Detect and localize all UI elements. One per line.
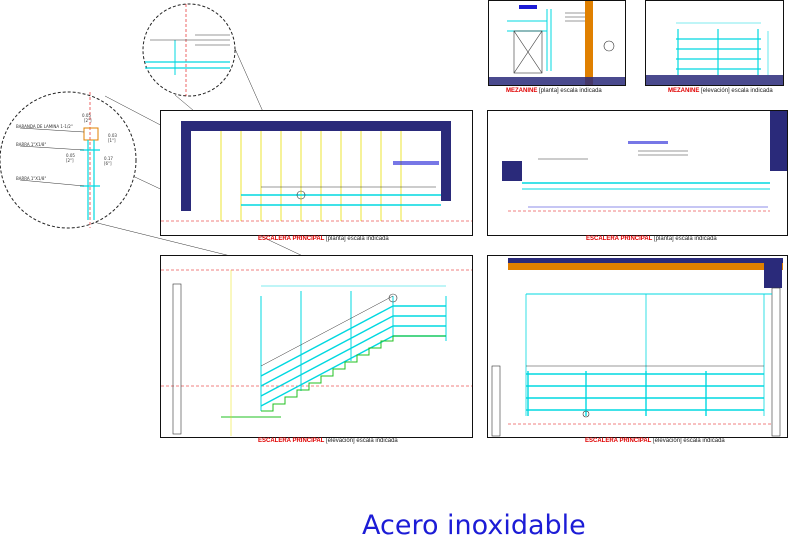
detail-dim-d: 0.17 <box>104 156 113 161</box>
mezzanine-elevation-panel <box>645 0 784 86</box>
detail-dim-a: 0.05 <box>82 113 91 118</box>
caption-mezzanine-elevation: MEZANINE [elevación] escala indicada <box>668 88 773 94</box>
sheet-title: Acero inoxidable <box>362 510 586 541</box>
detail-dim-c-in: [2"] <box>66 158 74 163</box>
caption-mezzanine-plan: MEZANINE [planta] escala indicada <box>506 88 602 94</box>
mezzanine-plan-panel <box>488 0 626 86</box>
caption-stair-elevation-left: ESCALERA PRINCIPAL [elevación] escala in… <box>258 438 398 444</box>
stair-plan-left-panel <box>160 110 473 236</box>
detail-dim-b-in: [1"] <box>108 138 116 143</box>
detail-bar-top-label: BARRA 1"X1/8" <box>16 142 47 147</box>
detail-dim-a-in: [2"] <box>84 118 92 123</box>
detail-bar-bottom-label: BARRA 1"X1/8" <box>16 176 47 181</box>
caption-stair-plan-left: ESCALERA PRINCIPAL [planta] escala indic… <box>258 236 389 242</box>
caption-stair-elevation-right: ESCALERA PRINCIPAL [elevación] escala in… <box>585 438 725 444</box>
detail-dim-d-in: [6"] <box>104 161 112 166</box>
caption-stair-plan-right: ESCALERA PRINCIPAL [planta] escala indic… <box>586 236 717 242</box>
detail-pipe-label: BARANDA DE LAMINA 1-1/2" <box>16 124 73 129</box>
stair-plan-right-panel <box>487 110 788 236</box>
stair-elevation-left-panel <box>160 255 473 438</box>
detail-dim-b: 0.03 <box>108 133 117 138</box>
stair-elevation-right-panel <box>487 255 788 438</box>
detail-dim-c: 0.05 <box>66 153 75 158</box>
